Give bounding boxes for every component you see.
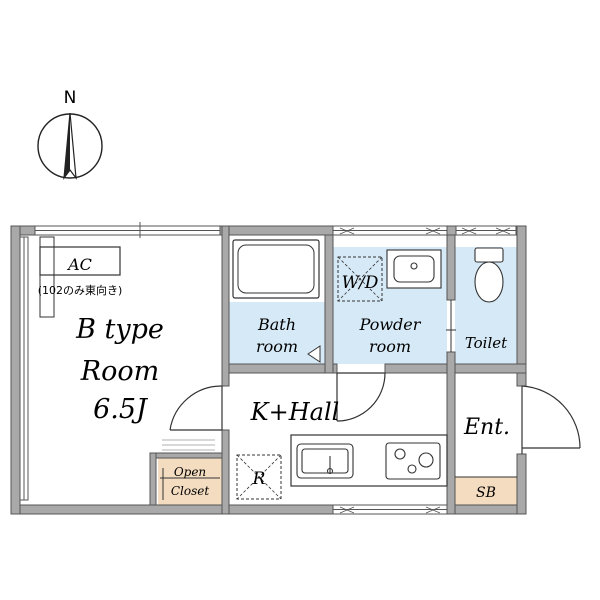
entrance-label: Ent. [463, 415, 510, 440]
kitchen-label: K+Hall [250, 398, 340, 426]
refrigerator-space [236, 454, 282, 500]
refrigerator-label: R [252, 469, 266, 489]
wash-basin [386, 249, 442, 289]
closet-label-line2: Closet [171, 484, 210, 498]
closet-label-line1: Open [174, 465, 206, 479]
toilet-label: Toilet [465, 334, 508, 352]
compass-north-label: N [64, 88, 77, 108]
windows [19, 225, 517, 515]
toilet-fixture [474, 247, 504, 303]
powder-door [336, 372, 386, 422]
kitchen-sink [296, 443, 354, 479]
ac-note: (102のみ東向き) [38, 283, 123, 297]
shoebox-floor [455, 477, 518, 505]
room-door [169, 385, 223, 431]
room-size-label: 6.5J [93, 394, 149, 425]
washer-dryer [337, 256, 383, 302]
room-name-label: Room [80, 356, 159, 387]
room-type-label: B type [75, 314, 164, 345]
powder-label-line1: Powder [359, 315, 422, 334]
stove [385, 442, 441, 480]
wd-label: W/D [342, 273, 379, 293]
powder-label-line2: room [369, 337, 411, 356]
closet-floor [158, 455, 222, 505]
closet-shelf-lines [162, 439, 215, 451]
window-cross-marks [339, 227, 511, 514]
bath-label-line2: room [256, 337, 298, 356]
ac-label: AC [66, 255, 92, 274]
closet-rod [160, 468, 220, 500]
compass-needle-fill [64, 113, 70, 178]
exterior-walls [10, 225, 527, 515]
bath-label-line1: Bath [257, 315, 296, 334]
entrance-door [521, 385, 581, 454]
toilet-door [446, 300, 456, 352]
compass: N [37, 88, 103, 181]
bath-door-mark [307, 345, 321, 363]
shoebox-label: SB [476, 485, 496, 501]
bathtub [232, 239, 320, 299]
ac-unit [39, 236, 121, 318]
interior-walls [149, 225, 527, 515]
